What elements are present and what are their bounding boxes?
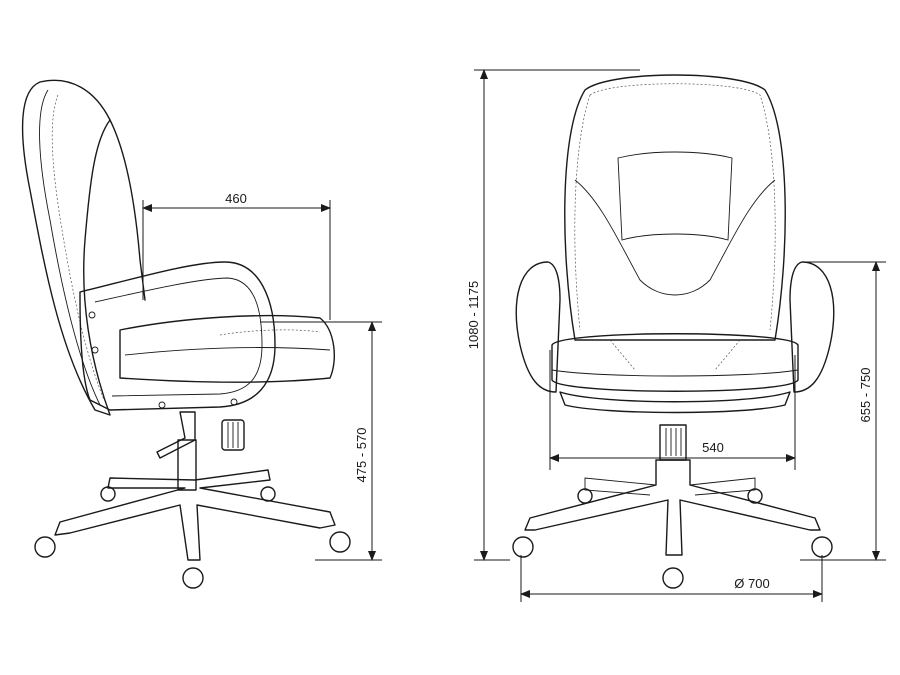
- dimension-seat-height: 475 - 570: [260, 321, 382, 561]
- seat-height-label: 475 - 570: [354, 428, 369, 483]
- total-height-label: 1080 - 1175: [466, 281, 481, 349]
- side-gas-column: [177, 439, 197, 491]
- front-caster: [512, 536, 534, 558]
- side-caster: [34, 536, 56, 558]
- side-view-chair: [21, 79, 351, 589]
- front-seat: [551, 333, 799, 392]
- front-left-armrest: [515, 261, 561, 393]
- dimension-base-diameter: Ø 700: [520, 555, 823, 602]
- side-backrest: [21, 79, 111, 416]
- front-view-chair: [512, 74, 835, 589]
- front-base: [524, 459, 821, 556]
- seat-depth-label: 460: [225, 191, 247, 206]
- dimension-seat-depth: 460: [142, 191, 331, 320]
- base-diameter-label: Ø 700: [734, 576, 769, 591]
- dimension-total-height: 1080 - 1175: [466, 69, 640, 561]
- dimension-armrest-height: 655 - 750: [800, 261, 886, 561]
- dimension-seat-width: 540: [549, 350, 796, 470]
- armrest-height-label: 655 - 750: [858, 368, 873, 423]
- front-backrest: [564, 74, 786, 341]
- side-armrest: [79, 261, 276, 411]
- seat-width-label: 540: [702, 440, 724, 455]
- side-base: [54, 469, 336, 561]
- side-mechanism: [156, 411, 196, 459]
- front-right-armrest: [789, 261, 835, 393]
- front-gas-column: [659, 424, 687, 461]
- side-seat: [119, 314, 335, 383]
